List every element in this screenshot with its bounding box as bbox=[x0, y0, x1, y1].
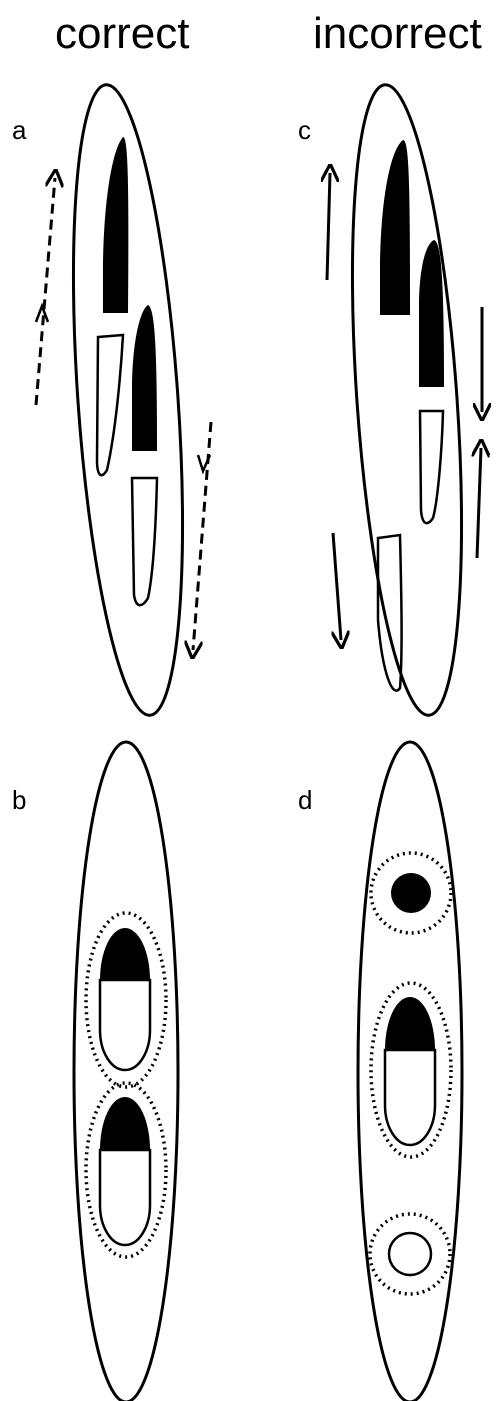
panel-d-diagram bbox=[358, 742, 462, 1401]
chromatid-filled-half bbox=[100, 928, 150, 980]
chromatid-open-half bbox=[385, 1050, 435, 1145]
panel-c-diagram bbox=[327, 81, 482, 718]
chromatid-filled bbox=[419, 240, 444, 387]
chromatid-filled bbox=[103, 137, 128, 313]
cell-outline bbox=[74, 742, 178, 1401]
chromatid-open-half bbox=[100, 980, 150, 1070]
chromatid-open bbox=[97, 335, 123, 475]
panel-a-diagram bbox=[36, 81, 211, 718]
force-arrow-solid bbox=[333, 533, 341, 640]
chromatid-filled bbox=[380, 140, 410, 315]
chromatid-open bbox=[132, 478, 157, 605]
chromatid-open bbox=[420, 411, 443, 523]
panel-b-diagram bbox=[74, 742, 178, 1401]
chromatid-filled-half bbox=[100, 1097, 150, 1150]
cell-outline bbox=[358, 742, 462, 1401]
chromatid-filled bbox=[132, 305, 157, 451]
chromatid-open-dot bbox=[389, 1233, 431, 1275]
dotted-halo bbox=[370, 1214, 450, 1294]
chromatid-filled-dot bbox=[391, 873, 431, 913]
force-arrow-dashed bbox=[36, 178, 55, 405]
chromatid-open-half bbox=[100, 1150, 150, 1245]
cell-outline bbox=[56, 81, 200, 718]
force-arrow-solid bbox=[327, 173, 330, 280]
chromatid-filled-half bbox=[385, 997, 435, 1050]
force-arrow-solid bbox=[477, 448, 481, 558]
